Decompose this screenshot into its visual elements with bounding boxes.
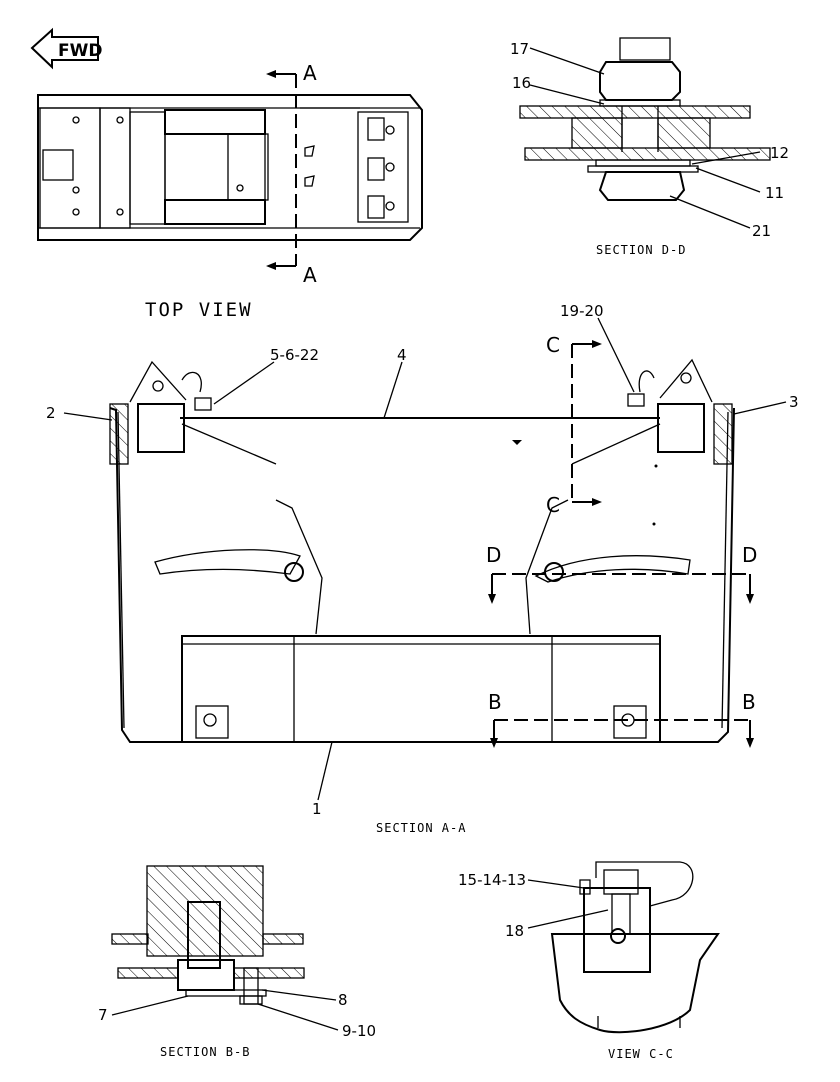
callout-18: 18 (505, 922, 524, 940)
section-dd-drawing (519, 37, 771, 229)
view-cc-label: VIEW C-C (608, 1047, 674, 1061)
section-marker-d-left: D (486, 543, 501, 567)
fwd-arrow-badge: FWD (30, 27, 102, 70)
callout-4: 4 (397, 346, 407, 364)
top-view-label: TOP VIEW (145, 299, 253, 321)
section-aa-label: SECTION A-A (376, 821, 466, 835)
callout-11: 11 (765, 184, 784, 202)
view-cc-drawing (527, 861, 720, 1034)
callout-9-10: 9-10 (342, 1022, 376, 1040)
callout-19-20: 19-20 (560, 302, 604, 320)
section-marker-d-right: D (742, 543, 757, 567)
callout-1: 1 (312, 800, 322, 818)
callout-12: 12 (770, 144, 789, 162)
section-marker-c-top: C (546, 333, 560, 357)
section-marker-c-bottom: C (546, 493, 560, 517)
top-view-drawing (37, 70, 423, 270)
section-marker-b-right: B (742, 690, 756, 714)
section-marker-b-left: B (488, 690, 502, 714)
section-bb-label: SECTION B-B (160, 1045, 250, 1059)
callout-3: 3 (789, 393, 799, 411)
callout-5-6-22: 5-6-22 (270, 346, 319, 364)
section-bb-drawing (111, 865, 339, 1031)
section-marker-a-top: A (303, 61, 317, 85)
fwd-label: FWD (58, 41, 102, 61)
callout-21: 21 (752, 222, 771, 240)
callout-16: 16 (512, 74, 531, 92)
callout-17: 17 (510, 40, 529, 58)
section-aa-drawing (63, 317, 787, 801)
section-marker-a-bottom: A (303, 263, 317, 287)
callout-2: 2 (46, 404, 56, 422)
callout-7: 7 (98, 1006, 108, 1024)
section-dd-label: SECTION D-D (596, 243, 686, 257)
callout-8: 8 (338, 991, 348, 1009)
callout-15-14-13: 15-14-13 (458, 871, 526, 889)
